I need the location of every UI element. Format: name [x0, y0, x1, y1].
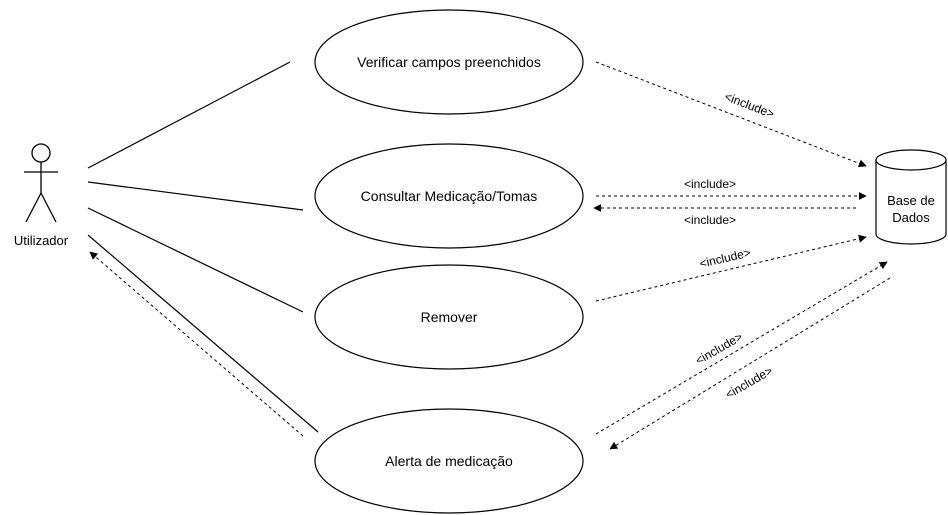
use-case-verificar-label: Verificar campos preenchidos: [357, 54, 541, 70]
use-case-consultar-label: Consultar Medicação/Tomas: [361, 188, 538, 204]
database-top: [875, 149, 947, 171]
use-case-remover-label: Remover: [421, 309, 478, 325]
actor-label-bg: [6, 231, 75, 249]
database-label-line2: Dados: [892, 210, 930, 225]
association-verificar: [87, 61, 291, 169]
use-case-verificar-ellipse: [314, 9, 584, 115]
use-case-alerta[interactable]: Alerta de medicação: [314, 408, 584, 514]
use-case-remover-ellipse: [314, 264, 584, 370]
database-label-line1: Base de: [887, 193, 935, 208]
use-case-alerta-label: Alerta de medicação: [385, 453, 513, 469]
association-consultar: [87, 181, 304, 211]
actor-right-leg: [40, 192, 57, 223]
include-label-db-consultar: <include>: [684, 213, 736, 227]
use-case-verificar[interactable]: Verificar campos preenchidos: [314, 9, 584, 115]
include-arrow-db-alerta: [609, 277, 891, 450]
association-remover: [87, 207, 304, 313]
include-label-db-alerta: <include>: [723, 363, 775, 401]
include-label-verificar-db: <include>: [723, 89, 777, 121]
actor-utilizador[interactable]: Utilizador: [6, 143, 75, 249]
include-label-remover-db: <include>: [698, 245, 752, 270]
use-case-remover[interactable]: Remover: [314, 264, 584, 370]
actor-head: [31, 143, 51, 163]
actor-label: Utilizador: [14, 233, 69, 248]
association-alerta: [87, 234, 319, 433]
use-case-alerta-ellipse: [314, 408, 584, 514]
include-label-consultar-db: <include>: [684, 177, 736, 191]
include-arrow-alerta-db: [595, 261, 888, 435]
database-base-de-dados[interactable]: Base de Dados: [875, 149, 947, 245]
use-case-consultar-ellipse: [314, 143, 584, 249]
database-body: [875, 160, 947, 245]
alerta-to-actor-arrow: [89, 251, 304, 437]
include-arrow-verificar-db: [595, 61, 867, 168]
use-case-consultar[interactable]: Consultar Medicação/Tomas: [314, 143, 584, 249]
include-label-alerta-db: <include>: [693, 329, 745, 367]
include-arrow-remover-db: [595, 234, 867, 302]
actor-left-leg: [25, 192, 42, 223]
